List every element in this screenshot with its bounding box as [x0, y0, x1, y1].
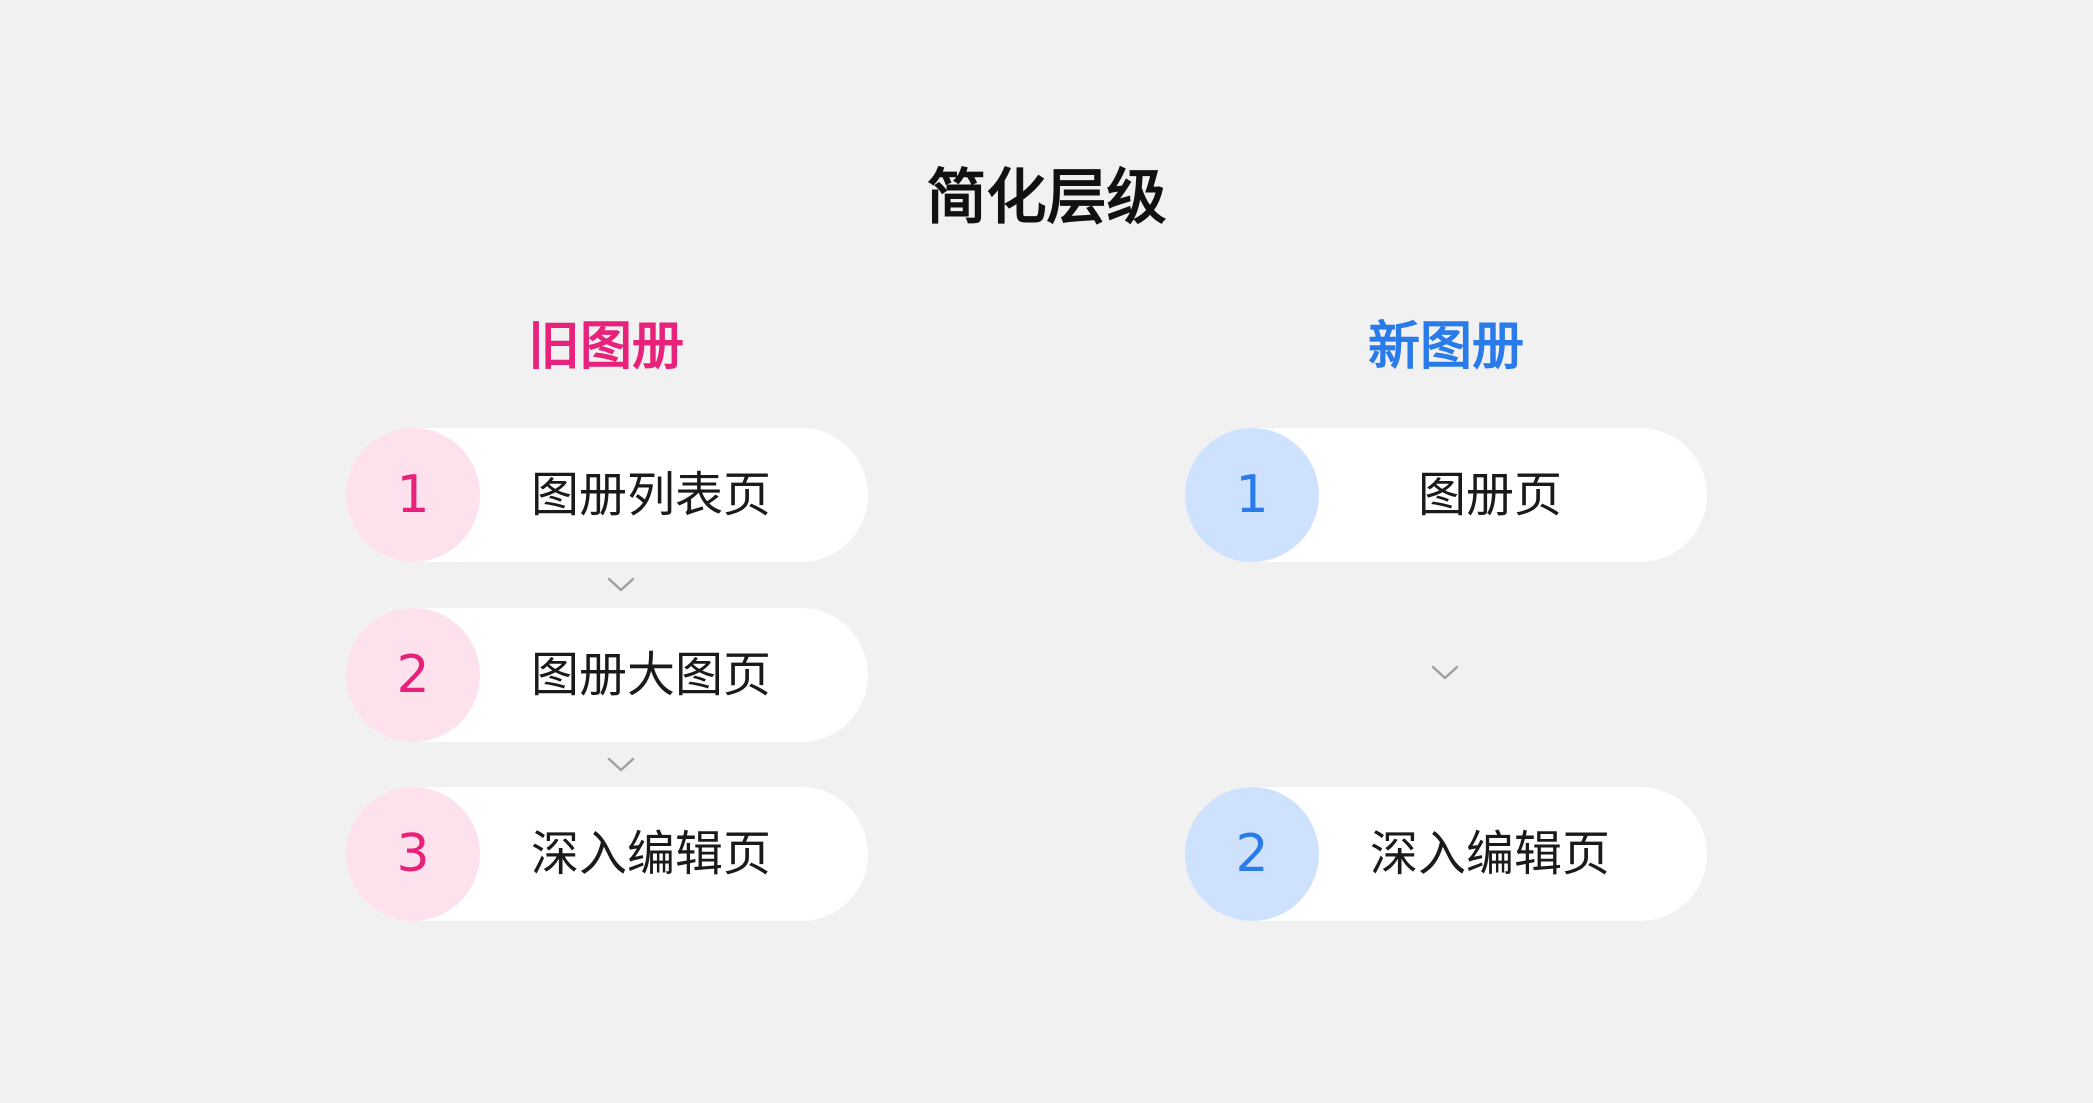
step-number: 1 [1185, 428, 1319, 562]
new-album-title: 新图册 [1367, 317, 1524, 377]
step-label: 深入编辑页 [1369, 826, 1610, 882]
chevron-down-icon [1431, 665, 1459, 680]
chevron-down-icon [607, 757, 635, 772]
step-number: 1 [346, 428, 480, 562]
new-step-2: 2 深入编辑页 [1185, 787, 1707, 921]
old-step-2: 2 图册大图页 [346, 608, 868, 742]
step-number: 3 [346, 787, 480, 921]
diagram-title: 简化层级 [926, 163, 1167, 233]
old-step-1: 1 图册列表页 [346, 428, 868, 562]
step-label: 图册列表页 [530, 467, 771, 523]
step-label: 图册页 [1417, 467, 1562, 523]
old-step-3: 3 深入编辑页 [346, 787, 868, 921]
step-number: 2 [1185, 787, 1319, 921]
step-label: 深入编辑页 [530, 826, 771, 882]
step-number: 2 [346, 608, 480, 742]
chevron-down-icon [607, 577, 635, 592]
old-album-title: 旧图册 [527, 317, 684, 377]
step-label: 图册大图页 [530, 647, 771, 703]
new-step-1: 1 图册页 [1185, 428, 1707, 562]
